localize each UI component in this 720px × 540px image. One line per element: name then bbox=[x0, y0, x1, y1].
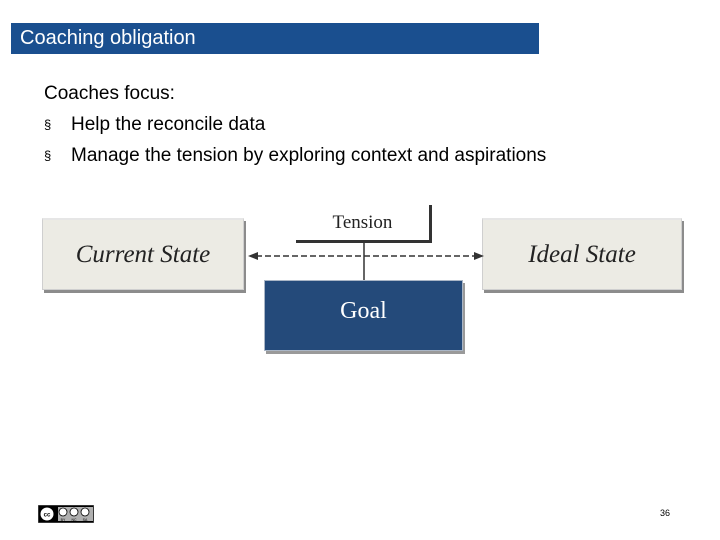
cc-license-badge: cc BY NC SA bbox=[38, 505, 94, 523]
sa-label: SA bbox=[83, 518, 88, 522]
bullet-item: § Manage the tension by exploring contex… bbox=[44, 140, 546, 171]
page-number: 36 bbox=[660, 508, 671, 518]
nc-icon bbox=[69, 507, 79, 517]
arrowhead-left bbox=[248, 252, 258, 260]
by-label: BY bbox=[61, 518, 66, 522]
sa-icon bbox=[80, 507, 90, 517]
by-icon bbox=[58, 507, 68, 517]
body-text: Coaches focus: § Help the reconcile data… bbox=[44, 78, 546, 171]
tension-box: Tension bbox=[296, 205, 432, 243]
tension-label: Tension bbox=[332, 211, 393, 233]
cc-icon bbox=[39, 506, 55, 522]
svg-text:cc: cc bbox=[44, 513, 51, 519]
title-bar: Coaching obligation bbox=[11, 23, 539, 54]
bullet-marker: § bbox=[44, 148, 52, 163]
ideal-state-label: Ideal State bbox=[528, 240, 636, 268]
bullet-text: Manage the tension by exploring context … bbox=[71, 145, 547, 166]
bullet-item: § Help the reconcile data bbox=[44, 109, 546, 140]
bullet-text: Help the reconcile data bbox=[71, 114, 266, 135]
bullet-marker: § bbox=[44, 117, 52, 132]
current-state-box: Current State bbox=[42, 218, 244, 290]
ideal-state-box: Ideal State bbox=[482, 218, 682, 290]
goal-label: Goal bbox=[340, 298, 387, 324]
current-state-label: Current State bbox=[75, 240, 211, 268]
nc-label: NC bbox=[71, 518, 77, 522]
slide-title: Coaching obligation bbox=[20, 27, 196, 49]
goal-box: Goal bbox=[264, 280, 463, 351]
focus-heading: Coaches focus: bbox=[44, 83, 175, 104]
